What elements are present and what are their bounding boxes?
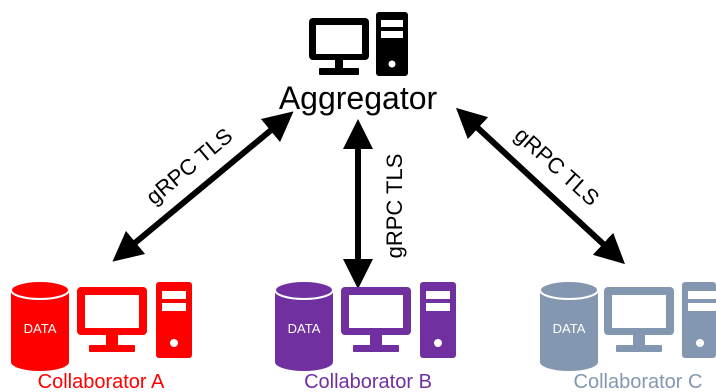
collaborator-c-node: DATA bbox=[539, 280, 716, 371]
data-label: DATA bbox=[553, 321, 586, 336]
collaborator-c-label: Collaborator C bbox=[574, 371, 703, 392]
database-icon: DATA bbox=[274, 280, 334, 371]
aggregator-computer-icon bbox=[309, 12, 408, 76]
data-label: DATA bbox=[288, 321, 321, 336]
collaborator-b-label: Collaborator B bbox=[304, 371, 432, 392]
desktop-computer-icon bbox=[77, 282, 192, 358]
connection-arrow-a bbox=[112, 111, 294, 262]
collaborator-b-node: DATA bbox=[274, 280, 456, 371]
connection-label-b: gRPC TLS bbox=[382, 154, 407, 259]
collaborator-a-node: DATA bbox=[10, 280, 192, 371]
database-icon: DATA bbox=[10, 280, 70, 371]
connection-arrow-c bbox=[455, 107, 626, 265]
collaborator-a-label: Collaborator A bbox=[38, 371, 165, 392]
desktop-computer-icon bbox=[604, 282, 716, 358]
aggregator-label: Aggregator bbox=[279, 80, 438, 116]
desktop-computer-icon bbox=[341, 282, 456, 358]
database-icon: DATA bbox=[539, 280, 599, 371]
data-label: DATA bbox=[24, 321, 57, 336]
